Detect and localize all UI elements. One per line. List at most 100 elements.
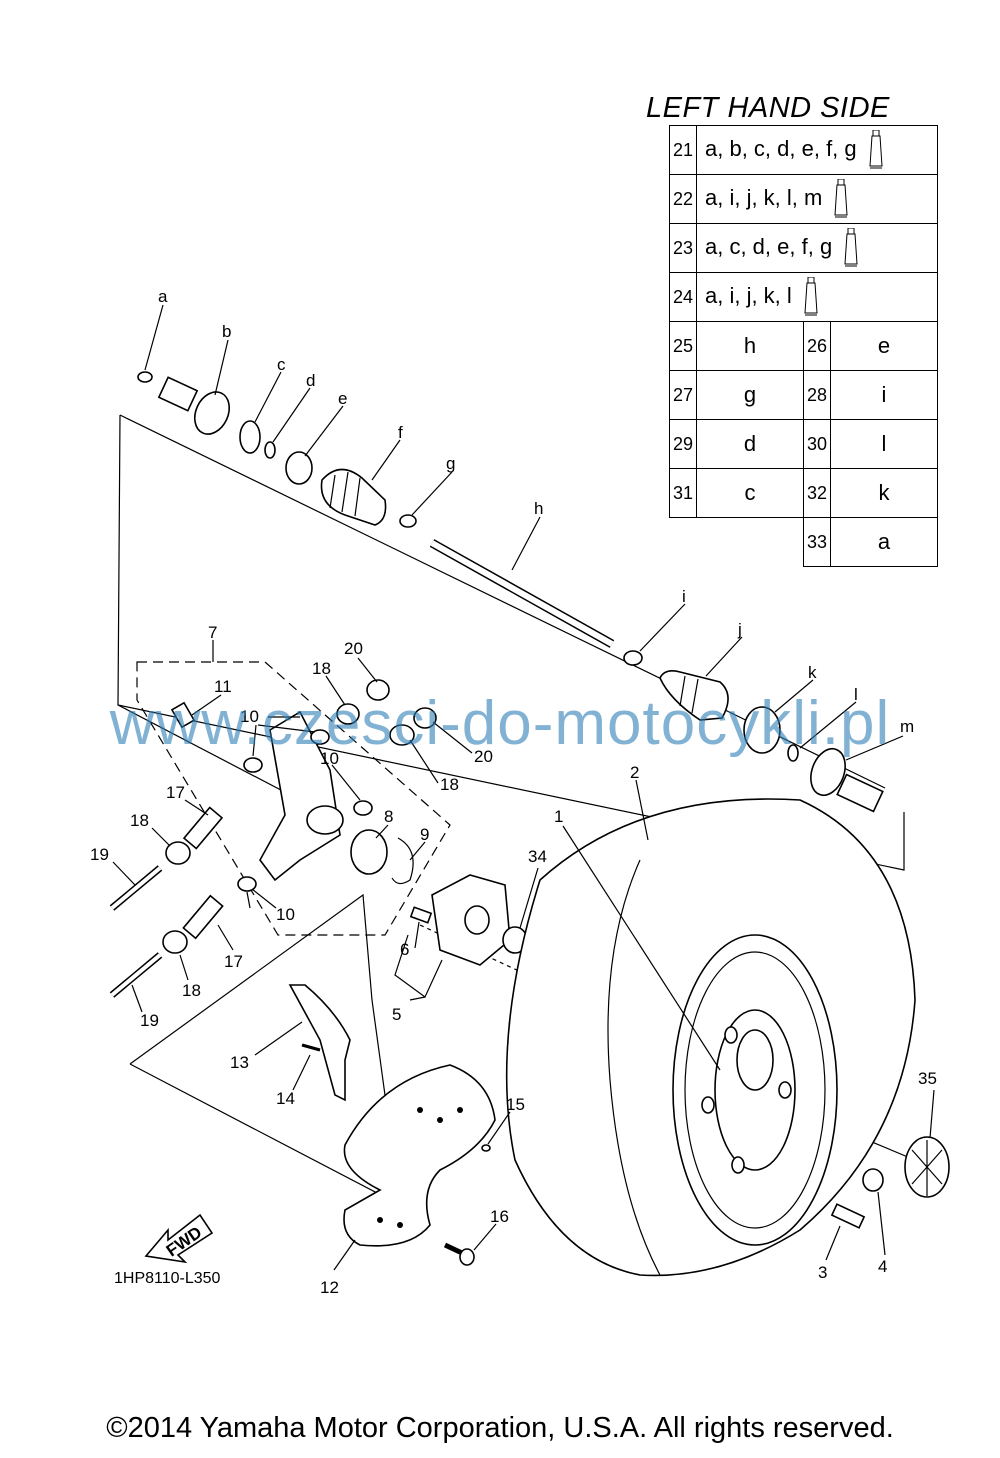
row-letter: e — [830, 321, 938, 371]
row-number: 27 — [669, 370, 697, 420]
row-letter: d — [696, 419, 804, 469]
callout-f: f — [398, 423, 403, 442]
row-parts-cell: a, i, j, k, l, m — [696, 174, 938, 224]
cv-joint-outer-b — [157, 376, 231, 435]
circlip-a — [137, 371, 153, 383]
bearing-8 — [350, 829, 388, 875]
row-letter: c — [696, 468, 804, 518]
callout-19-top: 19 — [90, 845, 109, 864]
callout-e: e — [338, 389, 347, 408]
row-letters: a, c, d, e, f, g — [705, 233, 833, 259]
callout-1: 1 — [554, 807, 563, 826]
callout-b: b — [222, 322, 231, 341]
row-number: 31 — [669, 468, 697, 518]
row-number: 23 — [669, 223, 697, 273]
row-letter: a — [830, 517, 938, 567]
callout-d: d — [306, 371, 315, 390]
hub-cap-35 — [904, 1136, 950, 1198]
callout-8: 8 — [384, 807, 393, 826]
row-letter: g — [696, 370, 804, 420]
callout-17-top: 17 — [166, 783, 185, 802]
bolt-16 — [443, 1242, 475, 1266]
copyright-notice: ©2014 Yamaha Motor Corporation, U.S.A. A… — [106, 1412, 894, 1444]
callout-3: 3 — [818, 1263, 827, 1282]
row-number: 22 — [669, 174, 697, 224]
washer-15 — [481, 1144, 491, 1152]
cv-joint-inner-m — [810, 747, 884, 813]
brake-guard-12 — [343, 1064, 496, 1247]
row-parts-cell: a, c, d, e, f, g — [696, 223, 938, 273]
callout-16: 16 — [490, 1207, 509, 1226]
grease-nipple-11 — [170, 701, 196, 729]
callout-7: 7 — [208, 623, 217, 642]
clamp-g — [399, 514, 417, 528]
callout-12: 12 — [320, 1278, 339, 1297]
row-number: 26 — [803, 321, 831, 371]
table-row: 23 a, c, d, e, f, g — [669, 223, 938, 273]
forward-arrow-icon: FWD — [144, 1213, 214, 1264]
guard-bracket-13 — [288, 984, 351, 1102]
grease-tube-icon — [869, 130, 883, 169]
parts-reference-table: 21 a, b, c, d, e, f, g 22 a, i, j, k, l,… — [669, 125, 938, 567]
clamp-i — [623, 650, 643, 666]
row-number: 30 — [803, 419, 831, 469]
stud-6 — [409, 906, 433, 924]
grease-tube-icon — [844, 228, 858, 267]
callout-34: 34 — [528, 847, 547, 866]
wheel-hub-5 — [409, 874, 528, 966]
boot-band-e — [285, 451, 313, 485]
callout-18-top: 18 — [312, 659, 331, 678]
bolt-14 — [301, 1043, 321, 1052]
row-number: 28 — [803, 370, 831, 420]
callout-i: i — [682, 587, 686, 606]
callout-18-left: 18 — [130, 811, 149, 830]
row-number: 25 — [669, 321, 697, 371]
callout-14: 14 — [276, 1089, 295, 1108]
grease-tube-icon — [804, 277, 818, 316]
row-number: 33 — [803, 517, 831, 567]
callout-11: 11 — [214, 677, 232, 696]
boot-f — [320, 468, 387, 526]
table-title: LEFT HAND SIDE — [646, 92, 890, 124]
table-row: 25 h 26 e — [669, 321, 938, 371]
brake-guard-frame — [129, 893, 401, 1207]
callout-a: a — [158, 287, 168, 306]
drive-shaft-h — [429, 539, 615, 648]
callout-g: g — [446, 454, 455, 473]
table-row: 27 g 28 i — [669, 370, 938, 420]
callout-h: h — [534, 499, 543, 518]
callout-18-bottom: 18 — [182, 981, 201, 1000]
wheel-nut-4 — [862, 1168, 884, 1192]
leader-lines — [112, 304, 935, 1271]
callout-l: l — [854, 685, 858, 704]
wheel-and-tire — [505, 798, 916, 1277]
table-row: 24 a, i, j, k, l — [669, 272, 938, 322]
row-letter: h — [696, 321, 804, 371]
callout-m: m — [900, 717, 914, 736]
callout-35: 35 — [918, 1069, 937, 1088]
row-number: 29 — [669, 419, 697, 469]
row-letters: a, b, c, d, e, f, g — [705, 135, 857, 161]
callout-j: j — [737, 620, 742, 639]
ring-d — [264, 441, 276, 459]
row-number: 24 — [669, 272, 697, 322]
o-ring-c — [239, 420, 261, 454]
callout-17-bottom: 17 — [224, 952, 243, 971]
row-letters: a, i, j, k, l — [705, 282, 792, 308]
figure-code: 1HP8110-L350 — [114, 1270, 221, 1287]
row-letter: l — [830, 419, 938, 469]
callout-9: 9 — [420, 825, 429, 844]
table-row: 29 d 30 l — [669, 419, 938, 469]
callout-4: 4 — [878, 1257, 887, 1276]
callout-18-right: 18 — [440, 775, 459, 794]
wheel-stud-3 — [830, 1203, 866, 1229]
row-parts-cell: a, i, j, k, l — [696, 272, 938, 322]
watermark-text: www.czesci-do-motocykli.pl — [109, 689, 891, 758]
callout-20-right: 20 — [474, 747, 493, 766]
boot-band-k — [743, 706, 781, 754]
callout-c: c — [277, 355, 286, 374]
knuckle-assembly-parts — [109, 679, 437, 998]
callout-20-top: 20 — [344, 639, 363, 658]
